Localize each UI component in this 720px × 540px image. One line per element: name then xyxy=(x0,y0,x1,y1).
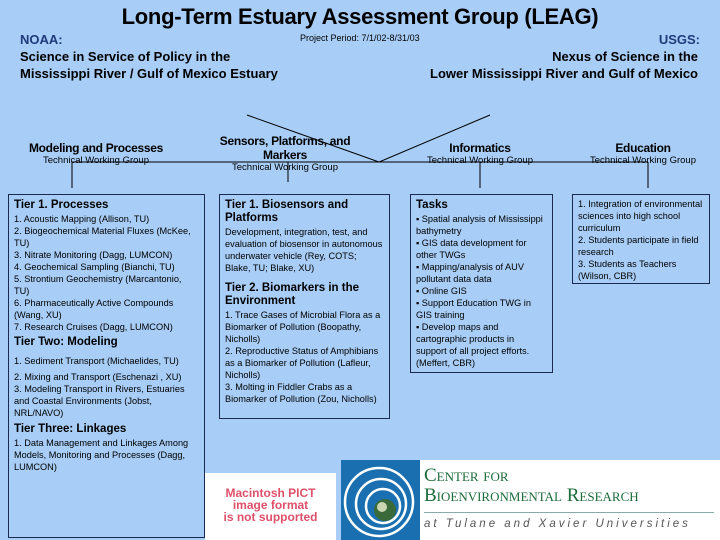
noaa-mission: Science in Service of Policy in the Miss… xyxy=(20,48,278,82)
list-item: 1. Trace Gases of Microbial Flora as a B… xyxy=(225,310,381,344)
cbr-line2: Bioenvironmental Research xyxy=(424,485,639,506)
list-item: ▪ GIS data development for other TWGs xyxy=(416,238,527,260)
cbr-line1: Center for xyxy=(424,465,509,486)
group-subtitle: Technical Working Group xyxy=(590,155,696,166)
list-item: 3. Modeling Transport in Rivers, Estuari… xyxy=(14,384,185,418)
group-subtitle: Technical Working Group xyxy=(43,155,149,166)
list-item: 3. Molting in Fiddler Crabs as a Biomark… xyxy=(225,382,377,404)
tier3-heading: Tier Three: Linkages xyxy=(14,423,127,435)
list-item: 2. Students participate in field researc… xyxy=(578,235,699,257)
tier2-heading: Tier 2. Biomarkers in the Environment xyxy=(225,282,360,307)
cbr-globe-logo xyxy=(341,460,420,540)
group-subtitle: Technical Working Group xyxy=(232,162,338,173)
noaa-line1: Science in Service of Policy in the xyxy=(20,49,231,64)
pict-line2: image format xyxy=(232,498,309,512)
list-item: 2. Reproductive Status of Amphibians as … xyxy=(225,346,379,380)
noaa-line2: Mississippi River / Gulf of Mexico Estua… xyxy=(20,66,278,81)
list-item: 4. Geochemical Sampling (Bianchi, TU) xyxy=(14,262,175,272)
pict-line1: Macintosh PICT xyxy=(225,486,316,500)
list-item: 1. Integration of environmental sciences… xyxy=(578,199,703,233)
tier1-text: Development, integration, test, and eval… xyxy=(225,227,383,273)
list-item: ▪ Develop maps and cartographic products… xyxy=(416,322,530,368)
list-item: ▪ Spatial analysis of Mississippi bathym… xyxy=(416,214,543,236)
tasks-heading: Tasks xyxy=(416,199,448,211)
tier1-heading: Tier 1. Biosensors and Platforms xyxy=(225,199,349,224)
list-item: 1. Sediment Transport (Michaelides, TU) xyxy=(14,356,179,366)
cbr-name: Center for Bioenvironmental Research xyxy=(424,466,639,506)
modeling-box: Tier 1. Processes 1. Acoustic Mapping (A… xyxy=(8,194,205,538)
list-item: 2. Mixing and Transport (Eschenazi , XU) xyxy=(14,372,182,382)
education-box: 1. Integration of environmental sciences… xyxy=(572,194,710,284)
tier2-heading: Tier Two: Modeling xyxy=(14,336,118,348)
list-item: 7. Research Cruises (Dagg, LUMCON) xyxy=(14,322,173,332)
project-period: Project Period: 7/1/02-8/31/03 xyxy=(300,33,420,43)
cbr-divider xyxy=(424,512,714,513)
tier1-heading: Tier 1. Processes xyxy=(14,199,109,211)
group-name: Education xyxy=(615,141,671,155)
informatics-box: Tasks ▪ Spatial analysis of Mississippi … xyxy=(410,194,553,373)
list-item: 1. Data Management and Linkages Among Mo… xyxy=(14,438,189,472)
group-name: Modeling and Processes xyxy=(28,141,164,155)
list-item: 5. Strontium Geochemistry (Marcantonio, … xyxy=(14,274,182,296)
globe-icon xyxy=(343,466,415,538)
list-item: 2. Biogeochemical Material Fluxes (McKee… xyxy=(14,226,191,248)
list-item: 1. Acoustic Mapping (Allison, TU) xyxy=(14,214,150,224)
usgs-label: USGS: xyxy=(658,32,700,47)
list-item: 3. Nitrate Monitoring (Dagg, LUMCON) xyxy=(14,250,173,260)
list-item: ▪ Online GIS xyxy=(416,286,467,296)
cbr-logo: Center for Bioenvironmental Research at … xyxy=(420,460,720,540)
usgs-line2: Lower Mississippi River and Gulf of Mexi… xyxy=(430,66,698,81)
noaa-label: NOAA: xyxy=(20,32,63,47)
list-item: 3. Students as Teachers (Wilson, CBR) xyxy=(578,259,677,281)
usgs-mission: Nexus of Science in the Lower Mississipp… xyxy=(430,48,698,82)
list-item: ▪ Mapping/analysis of AUV pollutant data… xyxy=(416,262,524,284)
list-item: 6. Pharmaceutically Active Compounds (Wa… xyxy=(14,298,174,320)
pict-placeholder: Macintosh PICT image format is not suppo… xyxy=(205,473,336,540)
sensors-box: Tier 1. Biosensors and Platforms Develop… xyxy=(219,194,390,419)
cbr-tagline: at Tulane and Xavier Universities xyxy=(424,518,691,530)
usgs-line1: Nexus of Science in the xyxy=(552,49,698,64)
group-name: Informatics xyxy=(449,141,511,155)
tier1-list: 1. Acoustic Mapping (Allison, TU) 2. Bio… xyxy=(14,213,199,333)
pict-line3: is not supported xyxy=(223,510,318,524)
group-subtitle: Technical Working Group xyxy=(427,155,533,166)
group-name: Sensors, Platforms, and Markers xyxy=(219,134,351,162)
list-item: ▪ Support Education TWG in GIS training xyxy=(416,298,531,320)
page-title: Long-Term Estuary Assessment Group (LEAG… xyxy=(121,4,599,29)
